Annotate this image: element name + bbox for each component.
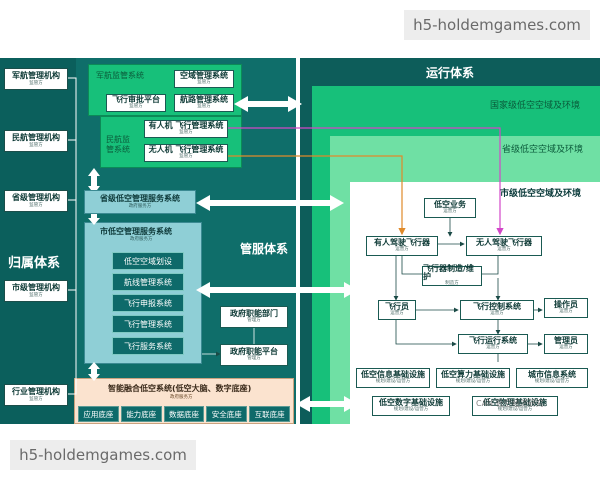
uav-flight-mgmt-node: 无人机 飞行管理系统监管方 <box>144 144 228 162</box>
airspace-zoning-node: 低空空域划设 <box>112 252 184 270</box>
national-layer-label: 国家级低空空域及环境 <box>490 101 581 111</box>
city-info-node: 城市信息系统规划/建设/运营方 <box>516 368 588 388</box>
civil-authority: 民航管理机构监管方 <box>4 130 68 152</box>
watermark-top: h5-holdemgames.com <box>404 10 590 40</box>
left-title: 归属体系 <box>8 256 61 271</box>
industry-authority: 行业管理机构监管方 <box>4 384 68 406</box>
military-label: 军航监管系统 <box>96 71 144 80</box>
arrow-provincial-operation <box>196 195 344 211</box>
arrow-base-operation <box>296 396 358 412</box>
city-links <box>393 212 543 362</box>
compute-infra-node: 低空算力基础设施规划/建设/运营方 <box>436 368 510 388</box>
flight-mgmt-node: 飞行管理系统 <box>112 315 184 333</box>
watermark-bottom: h5-holdemgames.com <box>10 440 196 470</box>
crewed-aircraft-node: 有人驾驶飞行器运营方 <box>366 236 438 256</box>
city-platform-sub: 政府服务方 <box>130 237 153 242</box>
civil-label-line1: 民航监 <box>106 135 130 144</box>
interconnect-base-node: 互联底座 <box>249 406 290 422</box>
airspace-mgmt-node: 空域管理系统监管方 <box>174 70 234 88</box>
physical-infra-node: 低空物理基础设施规划/建设/运营方 <box>472 396 558 416</box>
security-base-node: 安全底座 <box>206 406 248 422</box>
crewed-flight-mgmt-node: 有人机 飞行管理系统监管方 <box>144 120 228 138</box>
manager-node: 管理员运营方 <box>544 334 588 354</box>
city-layer-label: 市级低空空域及环境 <box>500 189 582 199</box>
provincial-authority: 省级管理机构监管方 <box>4 190 68 212</box>
digital-infra-node: 低空数字基础设施规划/建设/运营方 <box>372 396 450 416</box>
pilot-node: 飞行员运营方 <box>378 300 416 320</box>
flight-approval-node: 飞行审批平台监管方 <box>106 94 166 112</box>
smart-base-row: 应用底座 能力底座 数据底座 安全底座 互联底座 <box>78 406 290 422</box>
app-base-node: 应用底座 <box>78 406 119 422</box>
arrow-vertical-bottom <box>88 362 100 381</box>
left-panel <box>0 58 76 424</box>
left-spine <box>68 77 77 395</box>
flight-service-node: 飞行服务系统 <box>112 337 184 355</box>
city-platform-title: 市低空管理服务系统 <box>100 227 172 236</box>
business-node: 低空业务运营方 <box>424 198 476 218</box>
arrow-city-operation <box>196 282 358 298</box>
flight-ops-node: 飞行运行系统运营方 <box>458 334 528 354</box>
gov-dept-node: 政府职能部门管理方 <box>220 306 288 328</box>
smart-base-title: 智能融合低空系统(低空大脑、数字底座) <box>108 384 252 393</box>
operation-title: 运行体系 <box>426 66 475 80</box>
operator-node: 操作员运营方 <box>544 298 588 318</box>
provincial-platform-node: 省级低空管理服务系统 政府服务方 <box>84 190 196 214</box>
smart-base-sub: 政府服务方 <box>170 395 193 400</box>
flight-declaration-node: 飞行申报系统 <box>112 294 184 312</box>
provincial-layer-label: 省级低空空域及环境 <box>502 145 584 155</box>
link-crewed-orange <box>228 155 406 236</box>
gov-links <box>202 328 255 357</box>
gov-platform-node: 政府职能平台管理方 <box>220 344 288 366</box>
manufacture-node: 飞行器制造/维护制造方 <box>422 265 482 286</box>
uav-aircraft-node: 无人驾驶飞行器运营方 <box>466 236 542 256</box>
arrow-military-operation <box>234 96 302 112</box>
military-authority: 军航管理机构监管方 <box>4 68 68 90</box>
flight-control-node: 飞行控制系统运营方 <box>460 300 534 320</box>
overlay-text: CAN 低空经济研究 <box>476 399 544 408</box>
service-title: 管服体系 <box>240 242 289 256</box>
info-infra-node: 低空信息基础设施规划/建设/运营方 <box>356 368 430 388</box>
capability-base-node: 能力底座 <box>120 406 162 422</box>
city-authority: 市级管理机构监管方 <box>4 280 68 302</box>
link-uav-magenta <box>228 127 504 236</box>
civil-label-line2: 管系统 <box>106 145 130 154</box>
route-system-node: 航线管理系统 <box>112 273 184 291</box>
route-mgmt-node: 航路管理系统监管方 <box>174 94 234 112</box>
data-base-node: 数据底座 <box>163 406 205 422</box>
arrow-vertical-top <box>88 168 100 194</box>
